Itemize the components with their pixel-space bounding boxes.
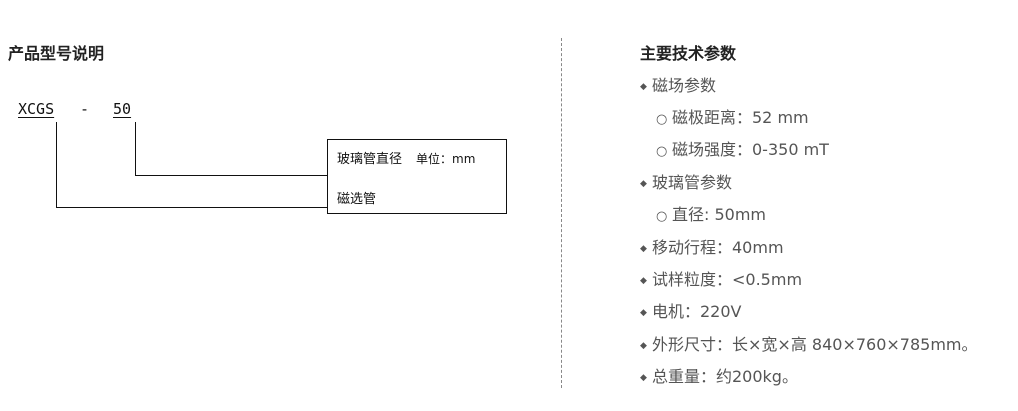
model-size: 50 [113,100,132,118]
param-item: ◆磁场参数 [640,76,717,95]
param-item: ◆移动行程：40mm [640,238,784,257]
model-prefix: XCGS [18,100,55,118]
diamond-icon: ◆ [640,341,647,351]
param-item: ◆试样粒度：<0.5mm [640,270,803,289]
legend-row-diameter: 玻璃管直径单位：mm [337,148,475,167]
connector-prefix-vertical [56,122,57,207]
legend-tube-label: 磁选管 [337,192,377,207]
legend-unit-label: 单位：mm [416,152,476,166]
connector-prefix-horizontal [56,207,327,208]
diamond-icon: ◆ [640,308,647,318]
diamond-icon: ◆ [640,373,647,383]
connector-size-horizontal [135,175,327,176]
circle-icon: ○ [656,209,668,224]
param-item: ◆电机：220V [640,302,742,321]
diamond-icon: ◆ [640,179,647,189]
diamond-icon: ◆ [640,82,647,92]
legend-row-tube: 磁选管 [337,188,376,207]
param-sub-item: ○磁极距离：52 mm [656,108,809,127]
model-separator: - [80,100,90,118]
model-legend-box: 玻璃管直径单位：mm 磁选管 [327,139,507,214]
legend-diameter-label: 玻璃管直径 [337,152,403,167]
diamond-icon: ◆ [640,276,647,286]
model-explanation-title: 产品型号说明 [8,44,105,63]
column-divider [561,38,562,388]
diamond-icon: ◆ [640,244,647,254]
param-item: ◆外形尺寸：长×宽×高 840×760×785mm。 [640,335,978,354]
param-item: ◆玻璃管参数 [640,173,733,192]
connector-size-vertical [135,122,136,175]
param-sub-item: ○磁场强度：0-350 mT [656,140,829,159]
circle-icon: ○ [656,112,668,127]
circle-icon: ○ [656,144,668,159]
technical-parameters-title: 主要技术参数 [640,44,737,63]
param-item: ◆总重量：约200kg。 [640,367,798,386]
param-sub-item: ○直径: 50mm [656,205,767,224]
